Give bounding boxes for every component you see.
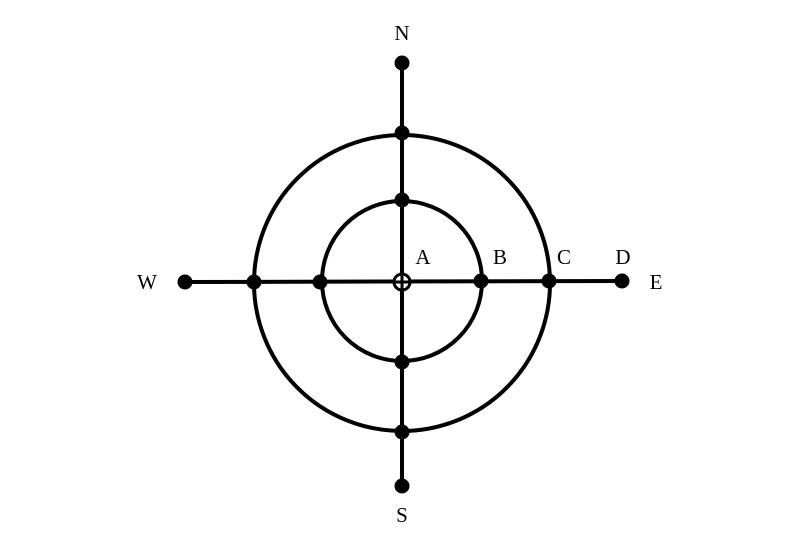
point-b-dot xyxy=(473,273,489,289)
outer-south-dot xyxy=(394,424,410,440)
inner-north-dot xyxy=(394,192,410,208)
point-b-label: B xyxy=(493,245,507,269)
east-label: E xyxy=(650,270,663,294)
point-c-dot xyxy=(541,273,557,289)
west-endpoint-dot xyxy=(177,274,193,290)
point-d-dot xyxy=(614,273,630,289)
north-endpoint-dot xyxy=(394,55,410,71)
west-label: W xyxy=(137,270,157,294)
inner-west-dot xyxy=(312,274,328,290)
point-c-label: C xyxy=(557,245,571,269)
inner-south-dot xyxy=(394,354,410,370)
south-label: S xyxy=(396,503,408,527)
point-a-label: A xyxy=(415,245,431,269)
outer-west-dot xyxy=(246,274,262,290)
point-d-label: D xyxy=(615,245,630,269)
south-endpoint-dot xyxy=(394,478,410,494)
north-label: N xyxy=(394,21,409,45)
outer-north-dot xyxy=(394,125,410,141)
